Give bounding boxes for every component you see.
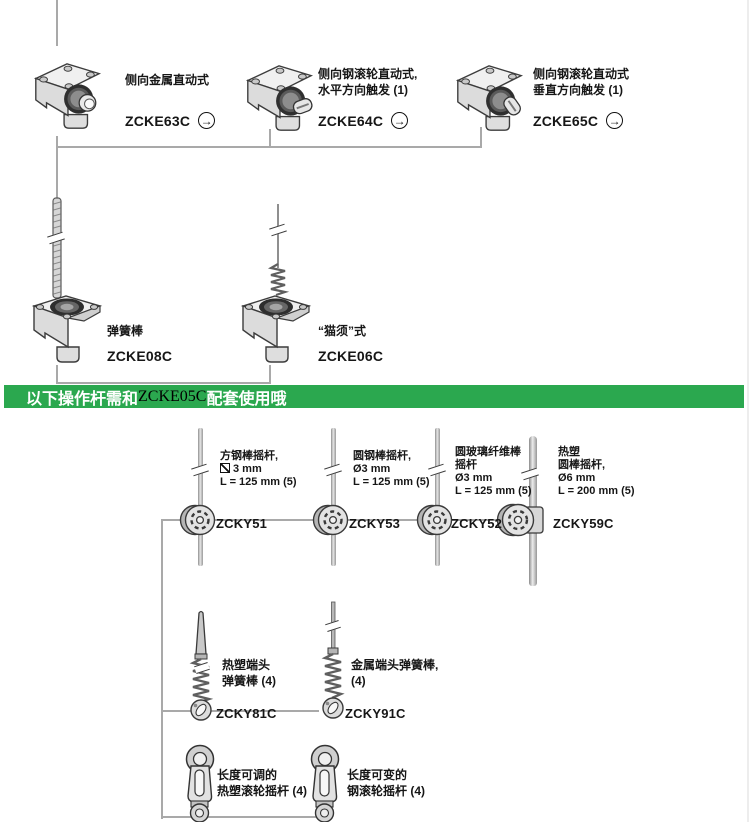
product-description: 长度可调的 热塑滚轮摇杆 (4) — [217, 768, 308, 798]
connector-line — [161, 710, 319, 712]
spring-rod-thermoplastic-tip-illustration — [189, 610, 214, 721]
lever-rod — [198, 428, 203, 566]
limit-switch-head-plunger-illustration — [33, 63, 102, 129]
product-code-row: ZCKE65C → — [533, 112, 624, 129]
product-description: 金属端头弹簧棒, (4) — [351, 658, 439, 688]
product-code: ZCKY59C — [553, 516, 614, 531]
rod-clamp-hub-illustration — [179, 504, 216, 536]
connector-line — [56, 365, 58, 384]
product-code-row: ZCKE63C → — [125, 112, 216, 129]
banner-product-code: ZCKE05C — [138, 387, 207, 405]
rod-clamp-hub-illustration — [312, 504, 349, 536]
product-code: ZCKY52 — [451, 516, 503, 531]
goto-arrow-icon[interactable]: → — [606, 112, 624, 129]
whisker-spring-coil-illustration — [267, 263, 290, 297]
product-spec: 圆钢棒摇杆, Ø3 mm L = 125 mm (5) — [353, 450, 430, 488]
square-section-icon — [220, 463, 230, 473]
goto-arrow-icon[interactable]: → — [391, 112, 409, 129]
product-code-row: ZCKY91C — [345, 706, 406, 721]
connector-line — [56, 146, 482, 148]
connector-line — [56, 0, 58, 46]
product-code: ZCKE06C — [318, 348, 384, 364]
product-code-row: ZCKE08C — [107, 348, 172, 364]
product-code-row: ZCKY51 — [216, 516, 267, 531]
limit-switch-head-roller-vertical-illustration — [455, 65, 524, 131]
product-code: ZCKE64C — [318, 112, 384, 129]
switch-head-top-entry-illustration — [31, 295, 103, 363]
roller-lever-illustration — [185, 744, 215, 822]
product-spec: 圆玻璃纤维棒 摇杆 Ø3 mm L = 125 mm (5) — [455, 446, 532, 497]
rod-clamp-hub-illustration — [416, 504, 453, 536]
threaded-spring-rod-illustration — [52, 197, 62, 299]
banner-text-prefix: 以下操作杆需和 — [26, 390, 139, 408]
product-description: 弹簧棒 — [107, 324, 144, 338]
connector-line — [161, 816, 321, 818]
limit-switch-head-roller-horizontal-illustration — [245, 65, 314, 131]
goto-arrow-icon[interactable]: → — [198, 112, 216, 129]
product-code: ZCKE08C — [107, 348, 173, 364]
product-description: 侧向金属直动式 — [125, 73, 210, 87]
product-spec: 方钢棒摇杆, 3 mm L = 125 mm (5) — [220, 450, 297, 488]
rod-clamp-hub-with-bracket-illustration — [496, 503, 544, 537]
switch-head-top-entry-illustration — [240, 295, 312, 363]
product-description: 侧向钢滚轮直动式 垂直方向触发 (1) — [533, 67, 630, 97]
connector-line — [161, 519, 163, 819]
product-code: ZCKY51 — [216, 516, 268, 531]
roller-lever-illustration — [310, 744, 340, 822]
product-code-row: ZCKY53 — [349, 516, 400, 531]
cat-whisker-wire — [277, 204, 279, 268]
connector-line — [269, 129, 271, 147]
lever-rod — [435, 428, 440, 566]
product-description: “猫须”式 — [318, 324, 367, 338]
product-code: ZCKE63C — [125, 112, 191, 129]
product-code: ZCKY91C — [345, 706, 406, 721]
product-description: 侧向钢滚轮直动式, 水平方向触发 (1) — [318, 67, 418, 97]
connector-line — [56, 136, 58, 198]
product-code: ZCKE65C — [533, 112, 599, 129]
product-description: 热塑端头 弹簧棒 (4) — [222, 658, 277, 688]
connector-line — [480, 127, 482, 147]
product-code-row: ZCKE64C → — [318, 112, 409, 129]
product-code: ZCKY53 — [349, 516, 401, 531]
product-code-row: ZCKY52 — [451, 516, 502, 531]
page-edge-divider — [747, 0, 749, 822]
lever-rod — [331, 428, 336, 566]
spring-rod-metal-tip-illustration — [321, 601, 345, 719]
product-code-row: ZCKY81C — [216, 706, 277, 721]
product-code-row: ZCKY59C — [553, 516, 614, 531]
product-description: 长度可变的 钢滚轮摇杆 (4) — [347, 768, 426, 798]
product-code-row: ZCKE06C — [318, 348, 383, 364]
connector-line — [56, 382, 271, 384]
connector-line — [269, 365, 271, 384]
product-code: ZCKY81C — [216, 706, 277, 721]
product-spec: 热塑 圆棒摇杆, Ø6 mm L = 200 mm (5) — [558, 446, 635, 497]
banner-text-suffix: 配套使用哦 — [206, 390, 287, 408]
